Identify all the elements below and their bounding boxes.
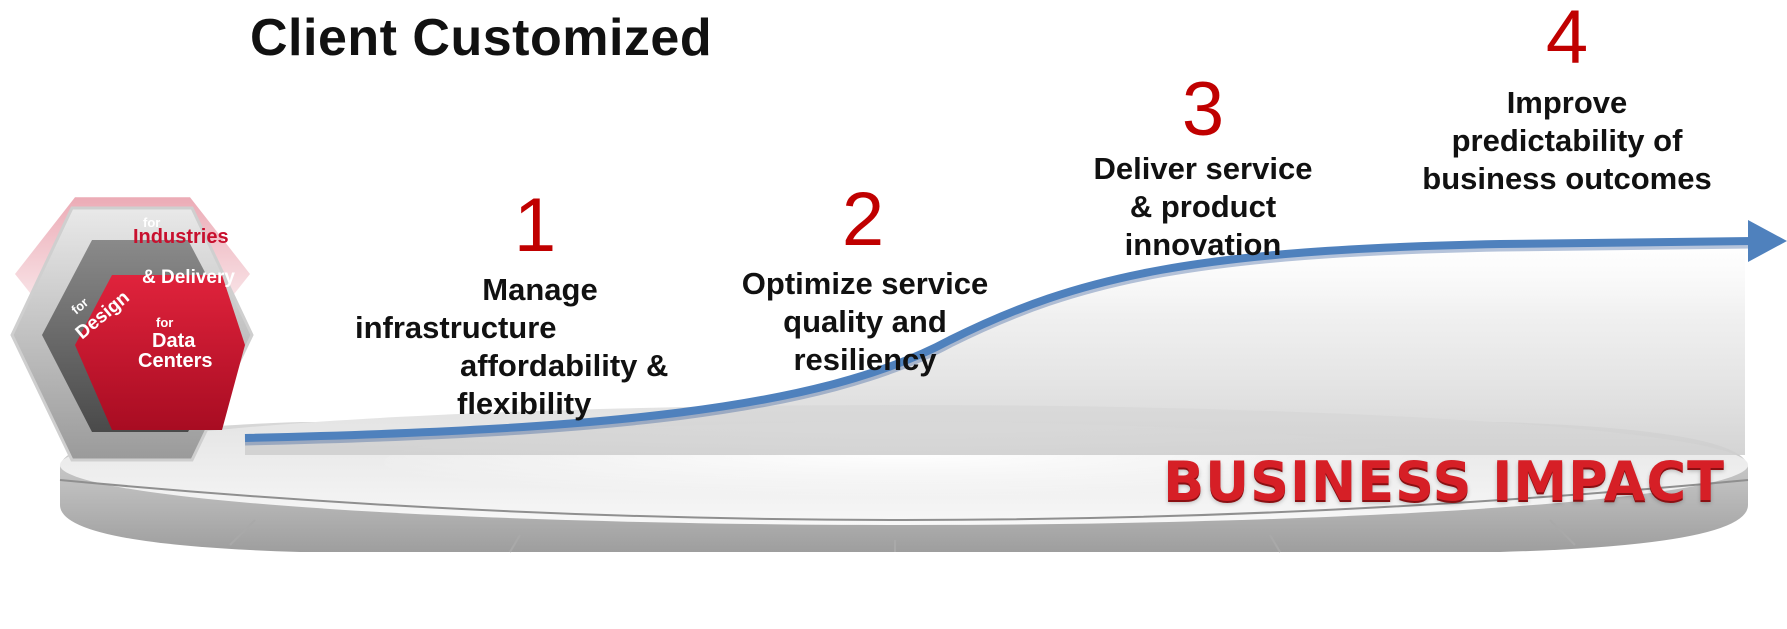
hex-inner-line2: Centers — [138, 350, 212, 372]
hex-middle-label: & Delivery — [142, 267, 235, 288]
stage-4-line-3: business outcomes — [1422, 161, 1712, 196]
stage-2-line-3: resiliency — [793, 342, 937, 377]
stage-1-line-2: infrastructure — [355, 310, 557, 345]
stage-4-text: Improve predictability of business outco… — [1380, 84, 1754, 198]
stage-4-line-2: predictability of — [1451, 123, 1683, 158]
stage-3-line-1: Deliver service — [1093, 151, 1313, 186]
stage-3-line-3: innovation — [1124, 227, 1282, 262]
stage-4-line-1: Improve — [1506, 85, 1628, 120]
stage-2-text: Optimize service quality and resiliency — [700, 265, 1030, 379]
curve-area — [245, 240, 1745, 455]
hex-outer-small: for — [143, 215, 160, 230]
stage-1-line-3: affordability & — [460, 348, 669, 383]
stage-1-number: 1 — [513, 183, 557, 268]
stage-2-number: 2 — [841, 177, 885, 262]
stage-4-number: 4 — [1545, 0, 1589, 80]
stage-3-text: Deliver service & product innovation — [1040, 150, 1366, 264]
stage-3-line-2: & product — [1129, 189, 1277, 224]
stage-1-line-4: flexibility — [457, 386, 592, 421]
stage-1-line-1: Manage — [482, 272, 598, 307]
hex-inner-line1: Data — [152, 330, 196, 352]
growth-arrow — [244, 220, 1787, 446]
hex-inner-small: for — [156, 315, 173, 330]
stage-2-line-1: Optimize service — [741, 266, 989, 301]
stage-2-line-2: quality and — [783, 304, 947, 339]
hexagon-logo: for Industries & Delivery for Design for… — [10, 197, 254, 462]
hex-outer-label: Industries — [133, 226, 229, 248]
page-title: Client Customized — [250, 9, 713, 67]
hex-inner — [75, 275, 245, 430]
business-impact-label: BUSINESS IMPACT — [1163, 450, 1725, 513]
stage-3-number: 3 — [1181, 67, 1225, 152]
